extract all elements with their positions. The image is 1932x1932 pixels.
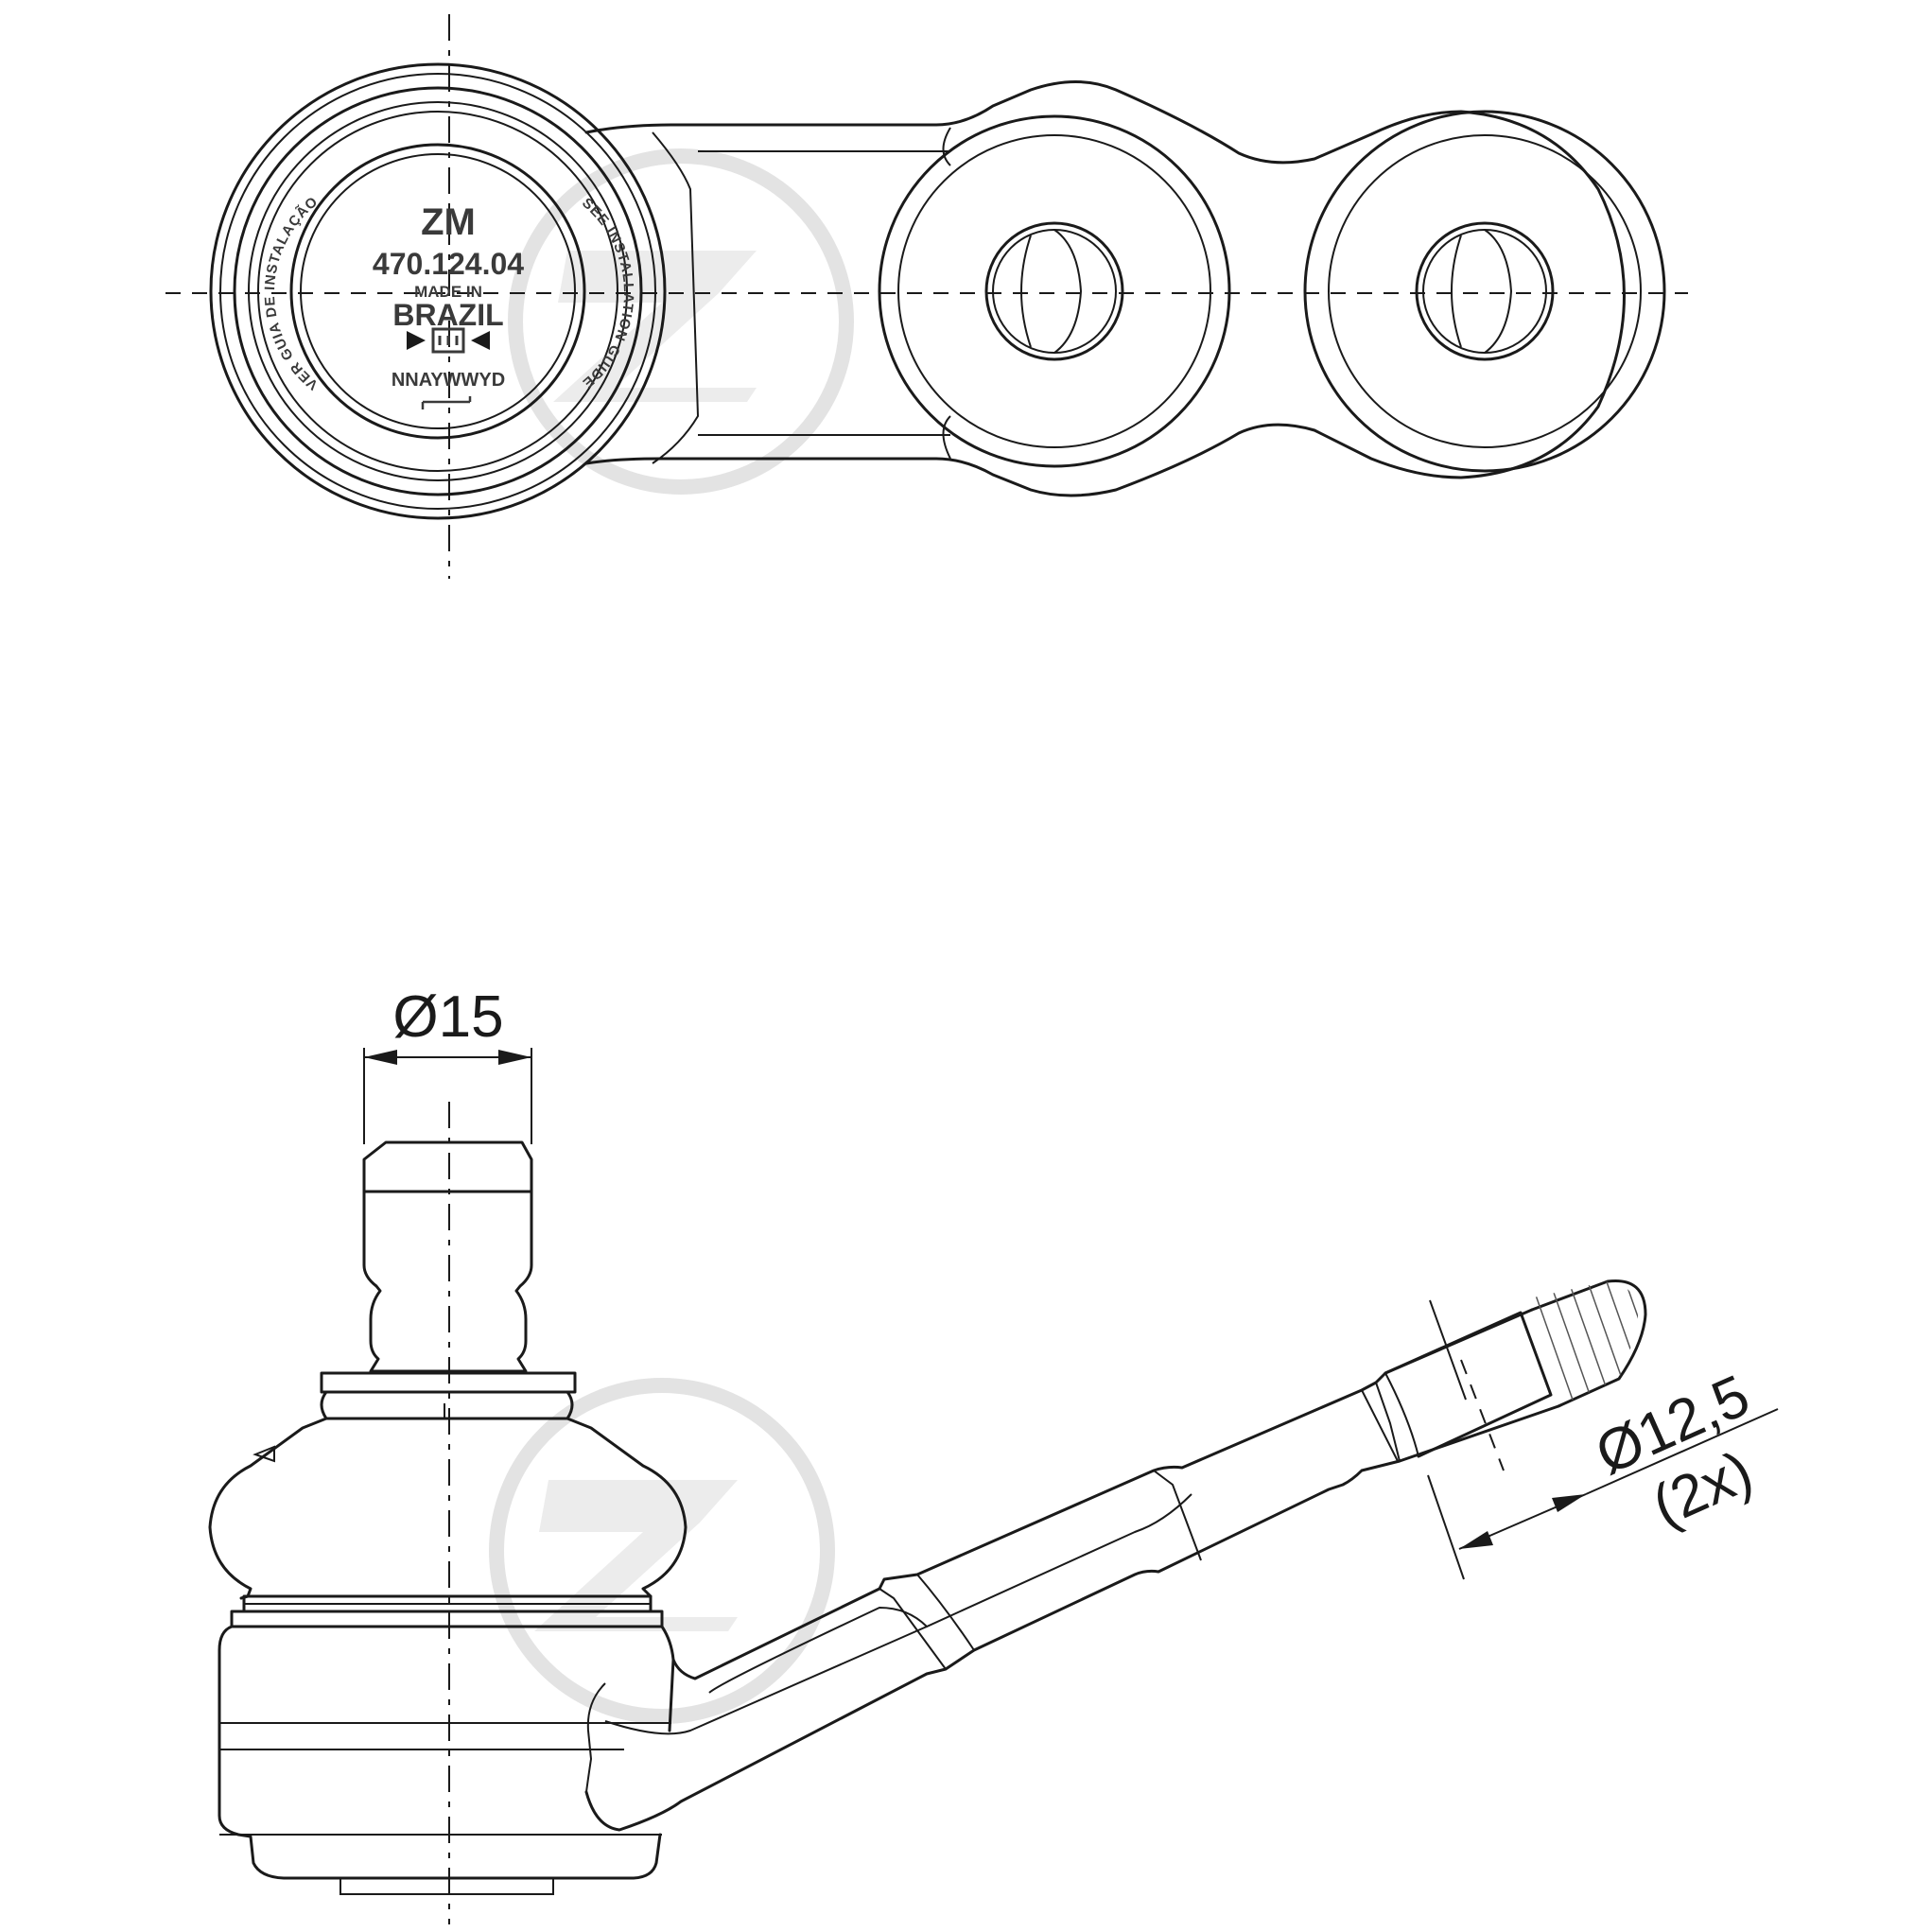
top-view-centerlines: [165, 14, 1688, 579]
wrench-symbol-icon: [421, 396, 472, 409]
made-in-mark: MADE IN: [414, 283, 482, 301]
truck-symbol-icon: [407, 327, 490, 354]
top-view: ZM 470.124.04 MADE IN BRAZIL NNAYWWYD VE…: [165, 14, 1688, 579]
threaded-end: [1361, 1279, 1647, 1471]
part-number-mark: 470.124.04: [373, 247, 524, 281]
hole-boss-left: [878, 114, 1231, 468]
dimension-hole: Ø12,5 (2x): [1427, 1299, 1779, 1580]
side-view: Ø15 Ø12,5 (2x): [208, 984, 1779, 1924]
arm-outline: [584, 80, 1626, 497]
housing-side: [218, 1625, 675, 1895]
hole-boss-right: [1303, 110, 1666, 473]
watermark-logo-bottom: [489, 1378, 835, 1724]
stud-diameter-label: Ø15: [392, 984, 503, 1050]
arm-side: [584, 1308, 1560, 1832]
watermark-logo-top: [508, 148, 854, 495]
stud: [362, 1140, 533, 1373]
section-hatching: [1522, 1281, 1638, 1406]
brand-mark: ZM: [421, 201, 476, 243]
country-mark: BRAZIL: [392, 298, 503, 332]
dimension-stud: Ø15: [363, 984, 532, 1144]
ball-joint-housing-top: [209, 62, 667, 520]
date-code-mark: NNAYWWYD: [392, 370, 505, 391]
